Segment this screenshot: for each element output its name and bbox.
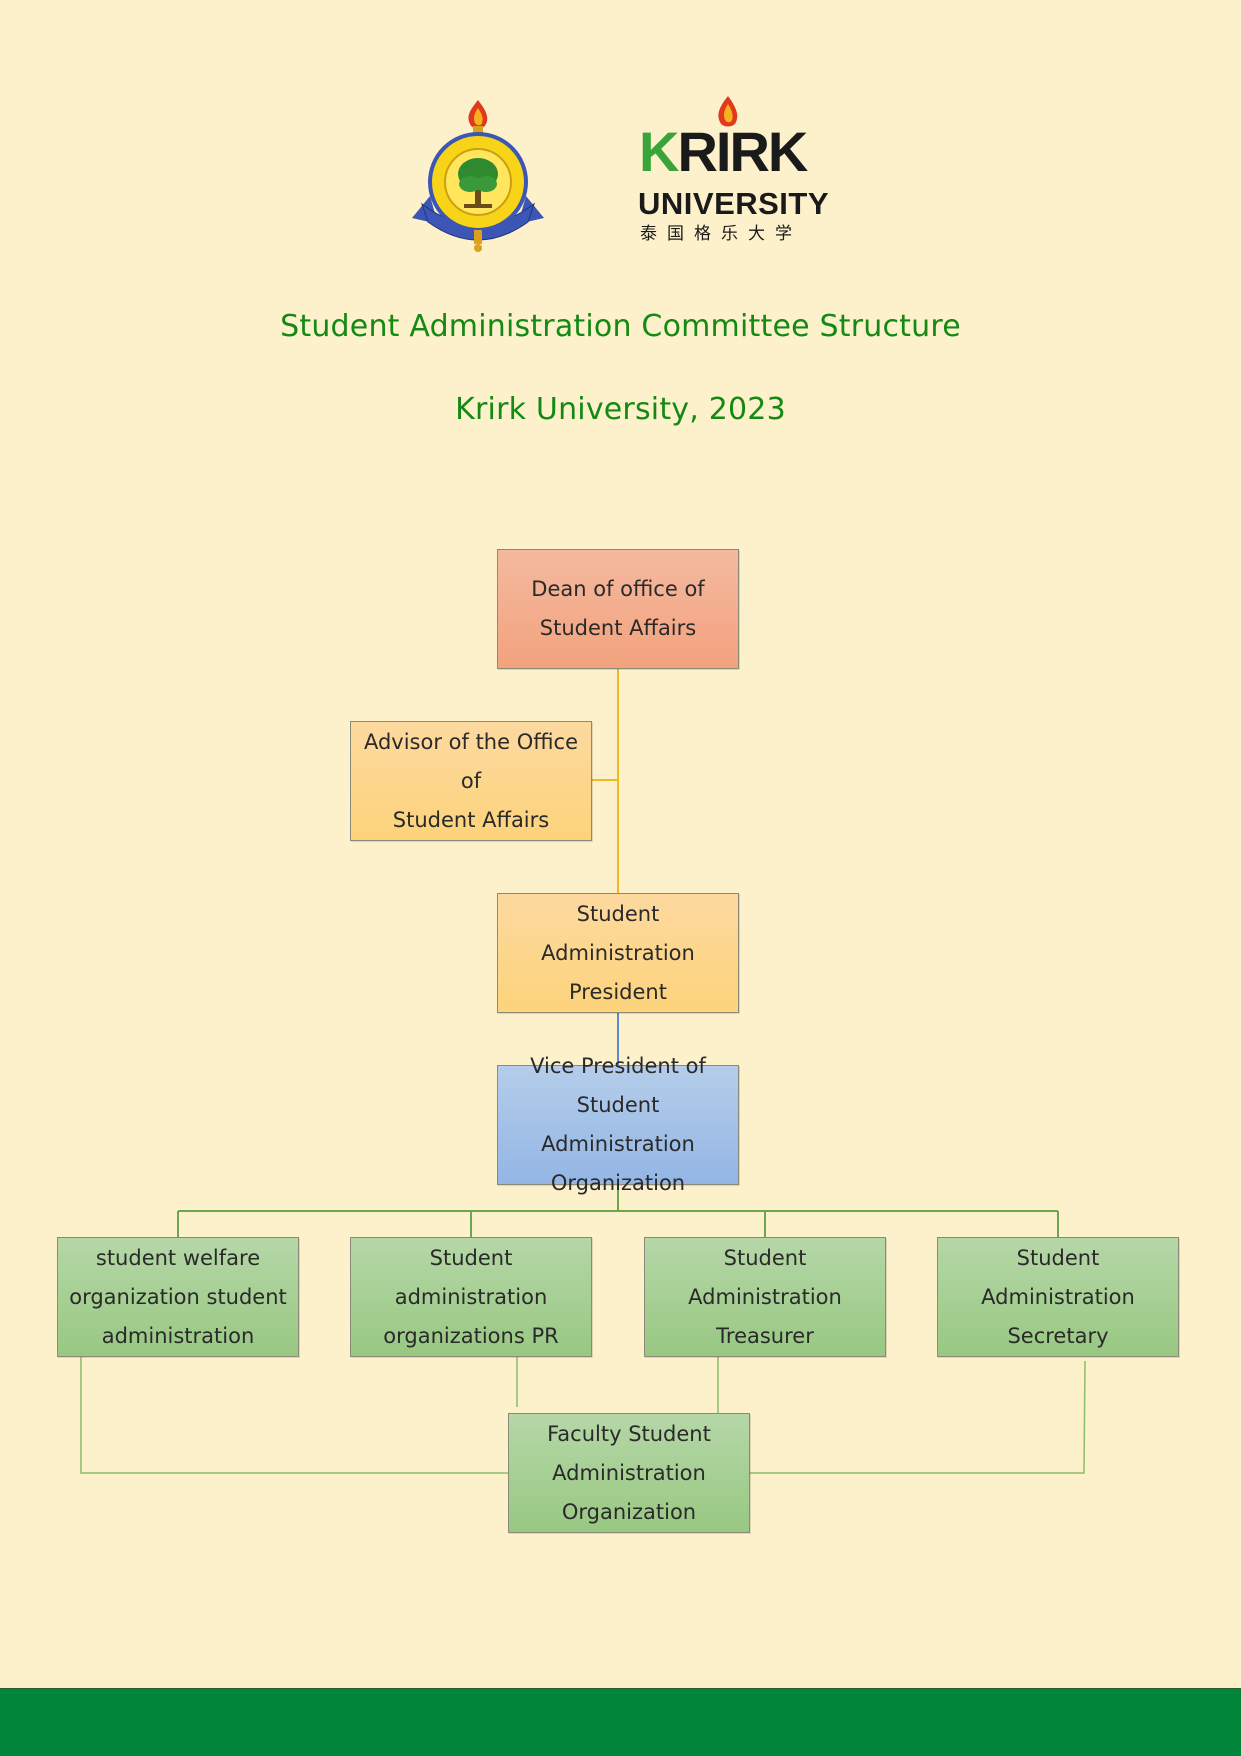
dean-label-line-2: Student Affairs bbox=[539, 616, 697, 640]
advisor-label-line-2: Student Affairs bbox=[392, 807, 550, 832]
faculty-label-line-3: Organization bbox=[561, 1499, 697, 1524]
university-seal-logo bbox=[412, 100, 544, 252]
welfare-label-line-2: organization student bbox=[69, 1284, 287, 1309]
faculty-label-line-2: Administration bbox=[552, 1460, 706, 1485]
vice-president-box: Vice President of Student Administration… bbox=[497, 1054, 739, 1195]
welfare-box: student welfare organization student adm… bbox=[57, 1237, 299, 1357]
president-label-line-2: President bbox=[569, 979, 667, 1004]
president-box: Student Administration President bbox=[497, 893, 739, 1013]
flame-icon bbox=[718, 96, 738, 127]
krirk-university-logo: KRIRK UNIVERSITY 泰国格乐大学 bbox=[636, 94, 829, 249]
connector-secretary-faculty bbox=[749, 1360, 1086, 1474]
vice-president-label-line-1: Vice President of bbox=[530, 1054, 706, 1078]
secretary-box: Student Administration Secretary bbox=[937, 1237, 1179, 1357]
welfare-label-line-1: student welfare bbox=[95, 1245, 261, 1270]
advisor-label-line-1: Advisor of the Office of bbox=[363, 729, 579, 793]
dean-label-line-1: Dean of office of bbox=[531, 577, 705, 601]
secretary-label-line-1: Student Administration bbox=[981, 1245, 1135, 1309]
pr-box: Student administration organizations PR bbox=[350, 1237, 592, 1357]
dean-box: Dean of office of Student Affairs bbox=[497, 549, 739, 669]
treasurer-label-line-2: Treasurer bbox=[716, 1323, 814, 1348]
page-title: Student Administration Committee Structu… bbox=[280, 309, 961, 344]
president-label-line-1: Student Administration bbox=[541, 901, 695, 965]
footer-bar bbox=[0, 1688, 1241, 1756]
secretary-label-line-2: Secretary bbox=[1007, 1323, 1109, 1348]
vice-president-label-line-3: Organization bbox=[550, 1171, 686, 1195]
krirk-wordmark: KRIRK bbox=[639, 120, 808, 183]
connector-welfare-faculty bbox=[80, 1357, 508, 1474]
krirk-university-word: UNIVERSITY bbox=[638, 186, 830, 221]
welfare-label-line-3: administration bbox=[101, 1323, 255, 1348]
vice-president-label-line-2: Student Administration bbox=[541, 1093, 695, 1156]
treasurer-label-line-1: Student Administration bbox=[688, 1245, 842, 1309]
krirk-chinese-name: 泰国格乐大学 bbox=[640, 224, 802, 244]
treasurer-box: Student Administration Treasurer bbox=[644, 1237, 886, 1357]
page-subtitle: Krirk University, 2023 bbox=[455, 392, 786, 427]
advisor-box: Advisor of the Office of Student Affairs bbox=[350, 721, 592, 841]
pr-label-line-2: organizations PR bbox=[383, 1323, 559, 1348]
faculty-box: Faculty Student Administration Organizat… bbox=[508, 1413, 750, 1533]
pr-label-line-1: Student administration bbox=[394, 1245, 548, 1309]
faculty-label-line-1: Faculty Student bbox=[547, 1421, 711, 1446]
